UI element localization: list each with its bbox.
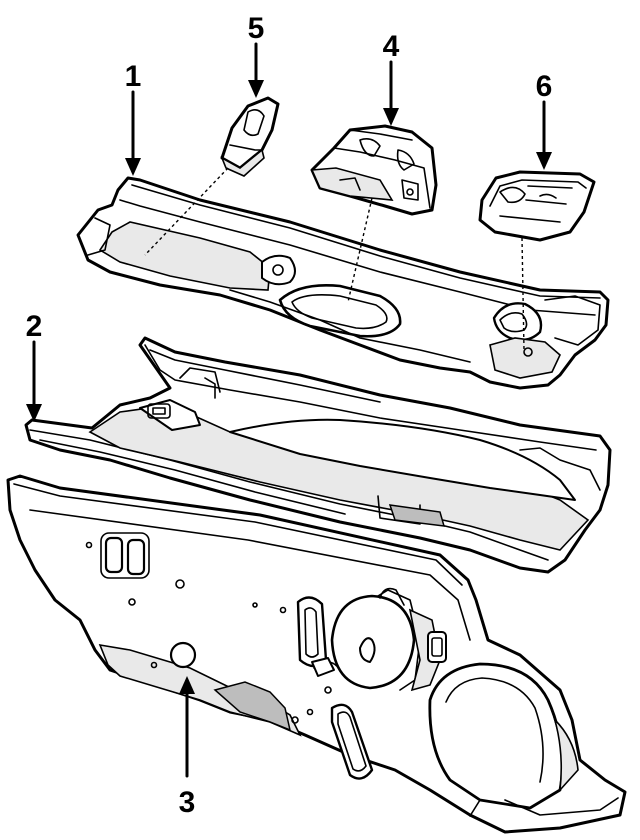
part-2-cowl-lower-panel: [24, 336, 612, 574]
callout-label-4: 4: [383, 30, 400, 63]
part-3-dash-panel: [6, 474, 627, 834]
callout-label-6: 6: [536, 70, 553, 103]
part-6-plate: [478, 170, 596, 242]
callout-label-3: 3: [179, 786, 196, 819]
callout-label-2: 2: [26, 310, 43, 343]
callout-label-1: 1: [125, 60, 142, 93]
part-5-bracket: [220, 96, 280, 177]
callout-arrows: [26, 42, 552, 778]
assembly-guide-lines: [144, 167, 525, 351]
callout-labels: 1 2 3 4 5 6: [26, 12, 553, 819]
part-4-bracket-assembly: [310, 124, 438, 216]
callout-label-5: 5: [248, 12, 265, 45]
part-1-cowl-top-panel: [76, 176, 610, 390]
